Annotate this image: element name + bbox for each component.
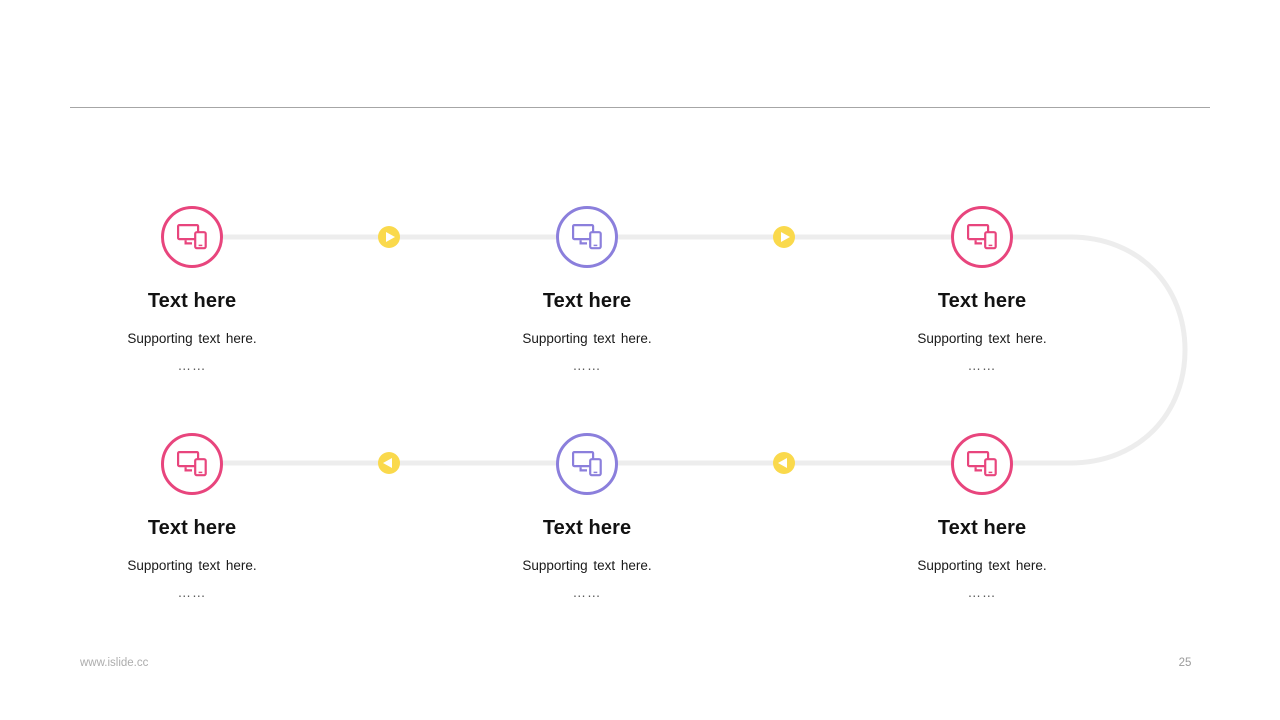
node-description: Supporting text here.: [917, 558, 1047, 573]
process-node-4[interactable]: Text here Supporting text here. ……: [72, 433, 312, 600]
arrow-marker-bottom-1[interactable]: [378, 452, 400, 474]
arrow-right-icon: [781, 232, 790, 242]
responsive-devices-icon: [572, 451, 602, 477]
node-ellipsis: ……: [177, 357, 207, 373]
footer-page-number: 25: [1178, 657, 1192, 669]
node-title: Text here: [542, 290, 632, 312]
responsive-devices-icon: [177, 224, 207, 250]
arrow-left-icon: [778, 458, 787, 468]
node-description: Supporting text here.: [917, 331, 1047, 346]
node-title: Text here: [937, 290, 1027, 312]
node-ellipsis: ……: [572, 357, 602, 373]
process-node-3[interactable]: Text here Supporting text here. ……: [862, 206, 1102, 373]
arrow-marker-bottom-2[interactable]: [773, 452, 795, 474]
responsive-devices-icon: [572, 224, 602, 250]
node-icon-circle[interactable]: [556, 433, 618, 495]
connector-u-turn: [1012, 234, 1188, 466]
node-ellipsis: ……: [967, 357, 997, 373]
process-node-1[interactable]: Text here Supporting text here. ……: [72, 206, 312, 373]
arrow-marker-top-1[interactable]: [378, 226, 400, 248]
arrow-right-icon: [386, 232, 395, 242]
node-icon-circle[interactable]: [161, 206, 223, 268]
arrow-left-icon: [383, 458, 392, 468]
footer-website-link[interactable]: www.islide.cc: [80, 657, 149, 669]
node-title: Text here: [937, 517, 1027, 539]
responsive-devices-icon: [967, 451, 997, 477]
process-node-5[interactable]: Text here Supporting text here. ……: [467, 433, 707, 600]
arrow-marker-top-2[interactable]: [773, 226, 795, 248]
node-description: Supporting text here.: [127, 558, 257, 573]
node-description: Supporting text here.: [127, 331, 257, 346]
node-title: Text here: [542, 517, 632, 539]
responsive-devices-icon: [177, 451, 207, 477]
node-icon-circle[interactable]: [951, 206, 1013, 268]
node-ellipsis: ……: [967, 584, 997, 600]
node-icon-circle[interactable]: [951, 433, 1013, 495]
header-divider: [70, 107, 1210, 108]
node-description: Supporting text here.: [522, 558, 652, 573]
node-icon-circle[interactable]: [556, 206, 618, 268]
node-description: Supporting text here.: [522, 331, 652, 346]
node-icon-circle[interactable]: [161, 433, 223, 495]
responsive-devices-icon: [967, 224, 997, 250]
node-title: Text here: [147, 290, 237, 312]
node-title: Text here: [147, 517, 237, 539]
node-ellipsis: ……: [572, 584, 602, 600]
process-node-2[interactable]: Text here Supporting text here. ……: [467, 206, 707, 373]
node-ellipsis: ……: [177, 584, 207, 600]
process-node-6[interactable]: Text here Supporting text here. ……: [862, 433, 1102, 600]
